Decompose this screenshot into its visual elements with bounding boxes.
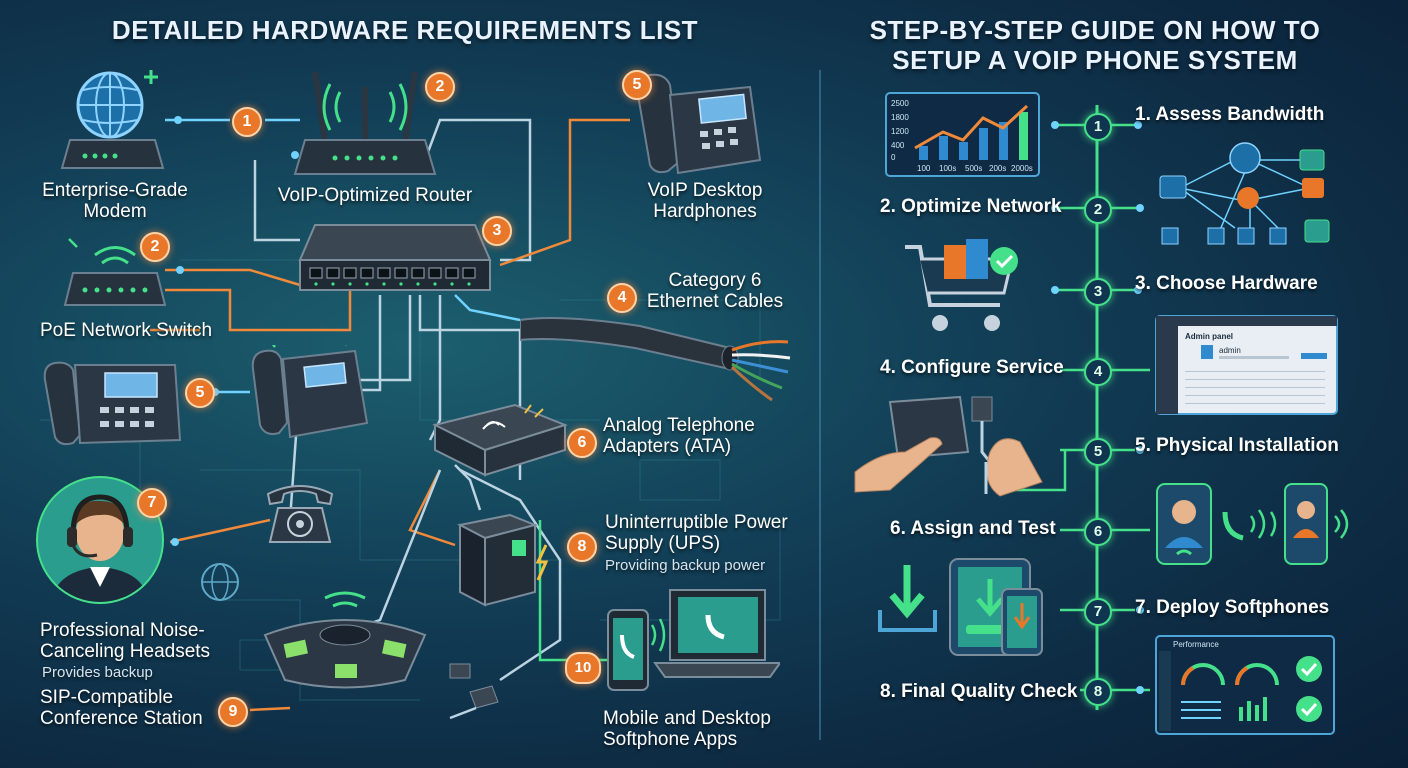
step-label-5: 5. Physical Installation [1135, 435, 1339, 456]
item-badge-1: 1 [232, 107, 262, 137]
timeline-node-1: 1 [1084, 113, 1112, 141]
bw-ytick-2: 1200 [891, 127, 909, 136]
bw-ytick-0: 2500 [891, 99, 909, 108]
shopping-cart-icon [905, 239, 1018, 331]
ethernet-cable-icon [520, 317, 791, 402]
central-switch-icon [298, 224, 492, 291]
item-label-ups: Uninterruptible Power Supply (UPS) [605, 512, 788, 554]
step-label-6: 6. Assign and Test [890, 518, 1056, 539]
desk-phone-left-icon [43, 361, 182, 446]
download-softphones-icon [878, 558, 1043, 656]
admin-panel-user: admin [1219, 346, 1241, 355]
item-badge-6: 6 [567, 428, 597, 458]
bw-xtick-3: 200s [989, 164, 1006, 173]
test-call-icon [1156, 483, 1349, 565]
conference-station-icon [263, 591, 427, 689]
bw-xtick-1: 100s [939, 164, 956, 173]
step-label-2: 2. Optimize Network [880, 196, 1062, 217]
item-badge-2b: 2 [140, 232, 170, 262]
item-label-headsets: Professional Noise-Canceling Headsets [40, 620, 211, 662]
ups-icon [457, 513, 549, 607]
item-badge-4: 4 [607, 283, 637, 313]
item-label-modem: Enterprise-Grade Modem [42, 180, 188, 222]
performance-label: Performance [1173, 640, 1219, 649]
timeline-node-8: 8 [1084, 678, 1112, 706]
item-label-ata: Analog Telephone Adapters (ATA) [603, 415, 755, 457]
admin-panel-header: Admin panel [1185, 332, 1233, 341]
step-label-8: 8. Final Quality Check [880, 681, 1078, 702]
right-title: Step-by-Step Guide on How to Setup a VoI… [869, 15, 1321, 75]
step-label-7: 7. Deploy Softphones [1135, 597, 1330, 618]
desk-phone-center-icon [251, 345, 369, 439]
desk-phone-icon [636, 73, 762, 175]
step-label-3: 3. Choose Hardware [1135, 273, 1318, 294]
analog-phone-icon [266, 485, 334, 543]
item-label-conference: SIP-Compatible Conference Station [40, 687, 203, 729]
timeline-node-2: 2 [1084, 196, 1112, 224]
modem-icon [60, 70, 165, 169]
item-label-poe-switch: PoE Network Switch [40, 320, 213, 341]
timeline-node-7: 7 [1084, 598, 1112, 626]
admin-panel-thumbnail: Admin panel admin [1155, 315, 1338, 415]
installation-hands-icon [854, 395, 1043, 497]
bw-ytick-1: 1800 [891, 113, 909, 122]
left-title: Detailed Hardware Requirements List [111, 15, 699, 45]
globe-icon [201, 563, 239, 601]
item-sub-ups: Providing backup power [605, 557, 766, 574]
router-icon [293, 71, 437, 175]
bw-ytick-4: 0 [891, 153, 896, 162]
timeline-node-5: 5 [1084, 438, 1112, 466]
item-sub-headsets: Provides backup [42, 664, 153, 681]
step-label-4: 4. Configure Service [880, 357, 1064, 378]
performance-dashboard-thumbnail: Performance [1155, 635, 1335, 735]
bw-xtick-4: 2000s [1011, 164, 1033, 173]
ata-icon [432, 403, 568, 477]
item-badge-2a: 2 [425, 72, 455, 102]
bw-ytick-3: 400 [891, 141, 905, 150]
item-badge-10: 10 [565, 652, 601, 684]
item-label-cables: Category 6 Ethernet Cables [646, 270, 784, 312]
item-label-softphones: Mobile and Desktop Softphone Apps [603, 708, 771, 750]
bw-xtick-0: 100 [917, 164, 931, 173]
item-badge-9: 9 [218, 697, 248, 727]
step-label-1: 1. Assess Bandwidth [1135, 104, 1325, 125]
item-badge-5b: 5 [185, 378, 215, 408]
rj45-plug-icon [449, 663, 499, 720]
bandwidth-chart-thumbnail: 2500 1800 1200 400 0 100 100s 500s 200s … [885, 92, 1040, 177]
timeline-node-6: 6 [1084, 518, 1112, 546]
timeline-node-3: 3 [1084, 278, 1112, 306]
timeline-node-4: 4 [1084, 358, 1112, 386]
item-label-router: VoIP-Optimized Router [277, 185, 473, 206]
item-badge-8: 8 [567, 532, 597, 562]
item-badge-5a: 5 [622, 70, 652, 100]
bw-xtick-2: 500s [965, 164, 982, 173]
item-badge-3: 3 [482, 216, 512, 246]
softphone-devices-icon [607, 589, 780, 691]
item-badge-7: 7 [137, 488, 167, 518]
network-flow-diagram [1159, 142, 1330, 245]
item-label-hardphones: VoIP Desktop Hardphones [647, 180, 763, 222]
headset-avatar [36, 476, 164, 604]
